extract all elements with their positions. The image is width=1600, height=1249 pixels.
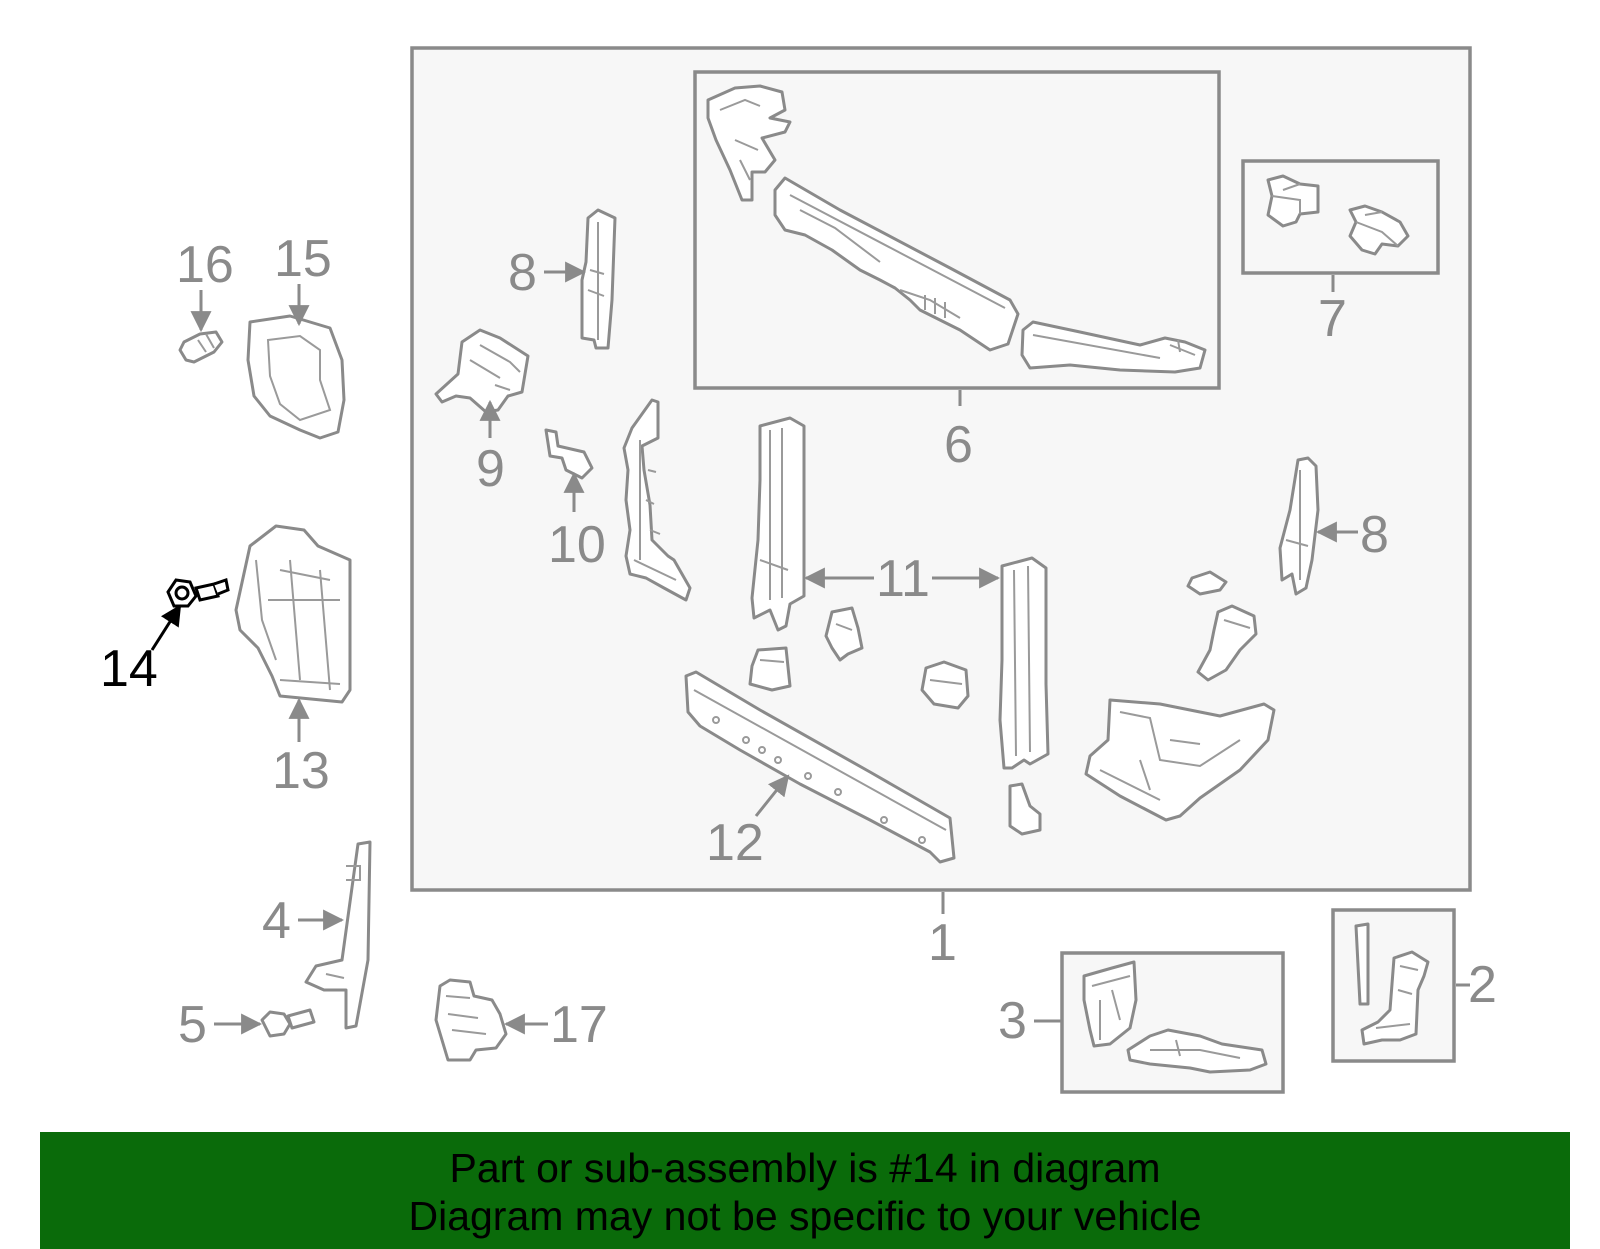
part-8-left-brace bbox=[580, 208, 617, 350]
part-13-bracket bbox=[234, 524, 352, 704]
callout-8-left: 8 bbox=[508, 244, 537, 302]
part-12-lower-rail bbox=[684, 670, 956, 864]
callout-1: 1 bbox=[928, 914, 957, 972]
part-11-right-column bbox=[920, 556, 1050, 836]
part-3-brackets bbox=[1082, 960, 1268, 1074]
part-2-brackets bbox=[1354, 922, 1430, 1046]
callout-9: 9 bbox=[476, 440, 505, 498]
part-7-brackets bbox=[1266, 174, 1410, 256]
part-16-pin bbox=[178, 330, 224, 364]
part-6-upper-support bbox=[706, 84, 1207, 374]
callout-7: 7 bbox=[1318, 290, 1347, 348]
callout-16: 16 bbox=[176, 236, 234, 294]
callout-3: 3 bbox=[998, 992, 1027, 1050]
banner-line-1: Part or sub-assembly is #14 in diagram bbox=[449, 1145, 1161, 1191]
part-15-plate bbox=[246, 314, 346, 440]
part-1-left-side-member bbox=[622, 398, 692, 602]
part-1-right-lower-panel bbox=[1084, 570, 1276, 822]
callout-6: 6 bbox=[944, 416, 973, 474]
part-8-right-brace bbox=[1278, 456, 1320, 596]
callout-5: 5 bbox=[178, 996, 207, 1054]
callout-15: 15 bbox=[274, 230, 332, 288]
part-10-clip bbox=[544, 428, 594, 480]
part-17-sensor bbox=[434, 978, 508, 1062]
callout-17: 17 bbox=[550, 996, 608, 1054]
callout-8-right: 8 bbox=[1360, 506, 1389, 564]
leader-14 bbox=[150, 604, 182, 651]
part-5-bolt bbox=[260, 1008, 316, 1038]
part-4-strip bbox=[304, 840, 372, 1030]
callout-12: 12 bbox=[706, 814, 764, 872]
part-14-bolt bbox=[166, 578, 230, 608]
part-11-left-column bbox=[748, 416, 864, 692]
callout-13: 13 bbox=[272, 742, 330, 800]
callout-2: 2 bbox=[1468, 956, 1497, 1014]
callout-14: 14 bbox=[100, 640, 158, 698]
callout-10: 10 bbox=[548, 516, 606, 574]
info-banner: Part or sub-assembly is #14 in diagram D… bbox=[40, 1132, 1570, 1249]
callout-4: 4 bbox=[262, 892, 291, 950]
banner-line-2: Diagram may not be specific to your vehi… bbox=[408, 1193, 1202, 1239]
leader-12 bbox=[754, 774, 790, 817]
callout-11: 11 bbox=[876, 550, 930, 608]
